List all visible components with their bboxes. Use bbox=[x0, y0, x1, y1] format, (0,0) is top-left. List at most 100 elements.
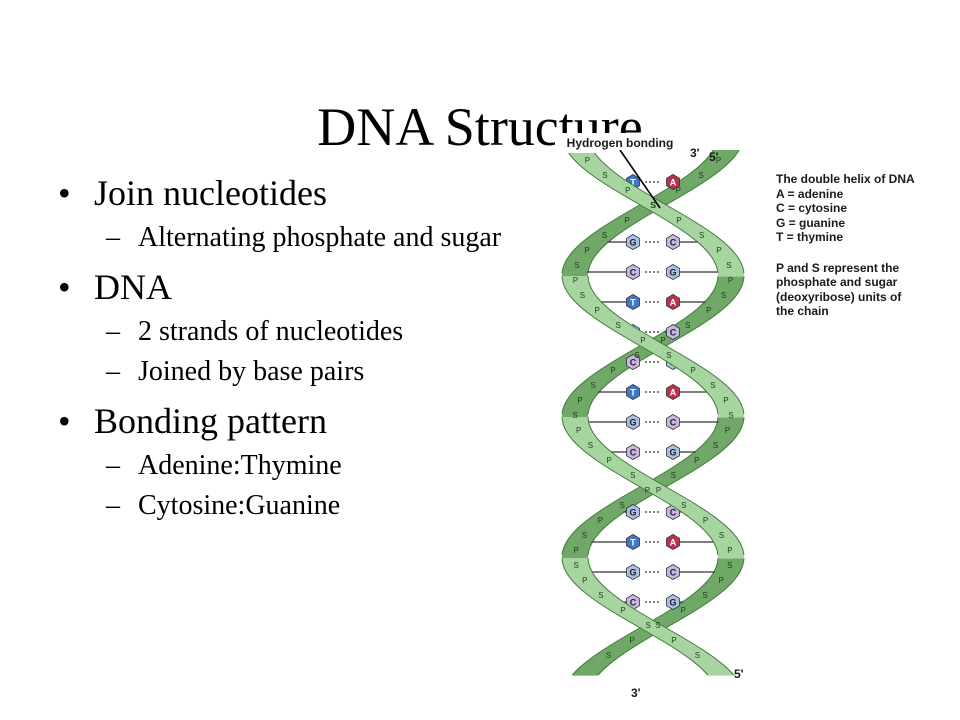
strand-letter: S bbox=[719, 531, 724, 540]
bullet-marker: • bbox=[58, 401, 71, 441]
base-letter: A bbox=[670, 538, 677, 548]
strand-letter: S bbox=[606, 651, 611, 660]
sub-bullet-text: Cytosine:Guanine bbox=[138, 490, 341, 521]
strand-letter: P bbox=[719, 576, 724, 585]
strand-letter: S bbox=[588, 441, 593, 450]
strand-letter: S bbox=[710, 381, 715, 390]
strand-letter: P bbox=[573, 276, 578, 285]
strand-letter: S bbox=[634, 351, 639, 360]
nucleotide-base bbox=[666, 564, 680, 580]
strand-letter: S bbox=[645, 621, 650, 630]
strand-letter: S bbox=[602, 171, 607, 180]
caption-note-line: the chain bbox=[776, 304, 829, 318]
top-right-end-label: 5' bbox=[709, 150, 719, 164]
nucleotide-base bbox=[666, 534, 680, 550]
strand-letter: P bbox=[694, 456, 699, 465]
nucleotide-base bbox=[666, 234, 680, 250]
base-letter: T bbox=[630, 538, 636, 548]
strand-letter: P bbox=[598, 516, 603, 525]
base-letter: G bbox=[629, 568, 636, 578]
base-letter: C bbox=[670, 568, 677, 578]
strand-letter: S bbox=[728, 411, 733, 420]
base-letter: C bbox=[670, 418, 677, 428]
base-letter: G bbox=[629, 238, 636, 248]
strand-letter: S bbox=[582, 531, 587, 540]
strand-letter: P bbox=[610, 366, 615, 375]
strand-letter: S bbox=[620, 501, 625, 510]
nucleotide-base bbox=[626, 534, 640, 550]
strand-letter: P bbox=[680, 606, 685, 615]
strand-letter: P bbox=[660, 336, 665, 345]
strand-letter: P bbox=[676, 186, 681, 195]
base-letter: C bbox=[670, 238, 677, 248]
strand-letter: S bbox=[615, 321, 620, 330]
figure-caption: The double helix of DNA A = adenine C = … bbox=[776, 172, 956, 319]
hydrogen-bonding-pointer bbox=[619, 150, 661, 209]
strand-letter: S bbox=[702, 591, 707, 600]
strand-a-front bbox=[562, 150, 744, 559]
base-letter: C bbox=[630, 448, 637, 458]
base-letter: T bbox=[630, 298, 636, 308]
strand-letter: P bbox=[595, 306, 600, 315]
caption-note-line: phosphate and sugar bbox=[776, 275, 898, 289]
strand-letter: P bbox=[625, 186, 630, 195]
strand-letter: P bbox=[725, 426, 730, 435]
nucleotide-base bbox=[626, 384, 640, 400]
nucleotide-base bbox=[666, 264, 680, 280]
caption-note-line: P and S represent the bbox=[776, 260, 900, 275]
nucleotide-base bbox=[626, 564, 640, 580]
bullet-marker: • bbox=[58, 267, 71, 307]
base-letter: C bbox=[630, 268, 637, 278]
bullet-bonding-pattern: • Bonding pattern bbox=[58, 400, 558, 442]
bullet-marker: • bbox=[58, 173, 71, 213]
bullet-text: Bonding pattern bbox=[94, 401, 327, 441]
strand-b-front-edge bbox=[561, 275, 745, 676]
strand-letters: PSPSPSPSPSPSPSPSPSPSPSPSPSPSPSPSPSPSPSPS… bbox=[572, 156, 733, 660]
strand-letter: S bbox=[713, 441, 718, 450]
base-letter: T bbox=[630, 178, 636, 188]
caption-line: C = cytosine bbox=[776, 201, 848, 215]
strand-letter: S bbox=[681, 501, 686, 510]
strand-letter: S bbox=[721, 291, 726, 300]
nucleotide-base bbox=[626, 414, 640, 430]
base-letter: C bbox=[670, 328, 677, 338]
sub-bullet-base-pairs: –Joined by base pairs bbox=[58, 356, 558, 388]
strand-b-front bbox=[562, 276, 744, 676]
strand-a-back bbox=[562, 276, 744, 676]
base-letter: A bbox=[670, 178, 677, 188]
strand-letter: S bbox=[655, 621, 660, 630]
nucleotide-base bbox=[626, 354, 640, 370]
top-left-end-label: 3' bbox=[690, 146, 700, 160]
strand-letter: S bbox=[591, 381, 596, 390]
base-letter: C bbox=[670, 508, 677, 518]
strand-letter: S bbox=[698, 171, 703, 180]
strand-letter: P bbox=[727, 546, 732, 555]
base-letter: C bbox=[630, 358, 637, 368]
strand-letter: P bbox=[624, 216, 629, 225]
strand-letter: S bbox=[727, 561, 732, 570]
strand-letter: P bbox=[676, 216, 681, 225]
strand-letter: S bbox=[726, 261, 731, 270]
bullet-text: DNA bbox=[94, 267, 172, 307]
caption-line: A = adenine bbox=[776, 186, 844, 201]
caption-line: G = guanine bbox=[776, 215, 846, 230]
sub-bullet-alternating: –Alternating phosphate and sugar bbox=[58, 222, 558, 254]
strand-letter: S bbox=[574, 261, 579, 270]
nucleotide-base bbox=[666, 384, 680, 400]
nucleotide-base bbox=[626, 294, 640, 310]
strand-letter: S bbox=[572, 411, 577, 420]
strand-letter: P bbox=[584, 246, 589, 255]
strand-letter: S bbox=[580, 291, 585, 300]
strand-letter: P bbox=[576, 426, 581, 435]
bullet-join-nucleotides: •Join nucleotides bbox=[58, 172, 558, 214]
nucleotide-base bbox=[666, 294, 680, 310]
strand-letter: P bbox=[577, 396, 582, 405]
base-letter: G bbox=[669, 448, 676, 458]
